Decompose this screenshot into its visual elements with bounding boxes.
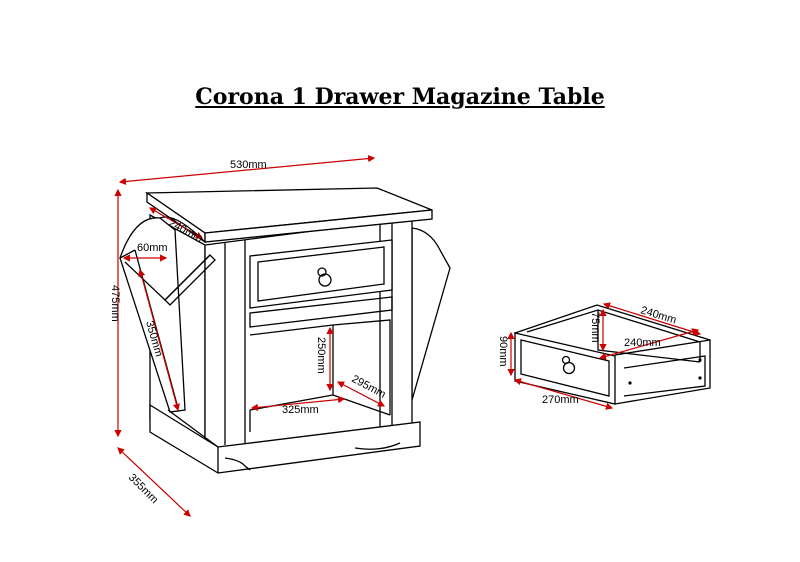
dim-width-label: 530mm <box>230 159 267 171</box>
shelf-opening <box>249 319 391 415</box>
dim-height-label: 475mm <box>109 285 121 322</box>
dim-shelf-height-label: 250mm <box>315 337 327 374</box>
dim-base-depth-label: 355mm <box>126 472 160 506</box>
table-drawing <box>119 187 451 474</box>
dim-drawer-inner-depth-label: 240mm <box>624 337 661 349</box>
dim-shelf-width-label: 325mm <box>282 404 319 416</box>
dim-drawer-front-width-label: 270mm <box>542 394 579 406</box>
right-rack-panel <box>411 227 451 401</box>
drawer-handle-icon <box>317 267 332 287</box>
drawer-front-handle-icon <box>561 355 576 375</box>
dim-drawer-inner-height-label: 75mm <box>589 312 601 343</box>
dim-rack-gap-label: 60mm <box>137 242 168 254</box>
diagram-title: Corona 1 Drawer Magazine Table <box>195 84 605 110</box>
drawer-dimensions: 240mm 240mm 75mm 90mm 270mm <box>497 302 702 410</box>
dim-drawer-front-height-label: 90mm <box>497 336 509 367</box>
table-drawer <box>249 239 393 309</box>
